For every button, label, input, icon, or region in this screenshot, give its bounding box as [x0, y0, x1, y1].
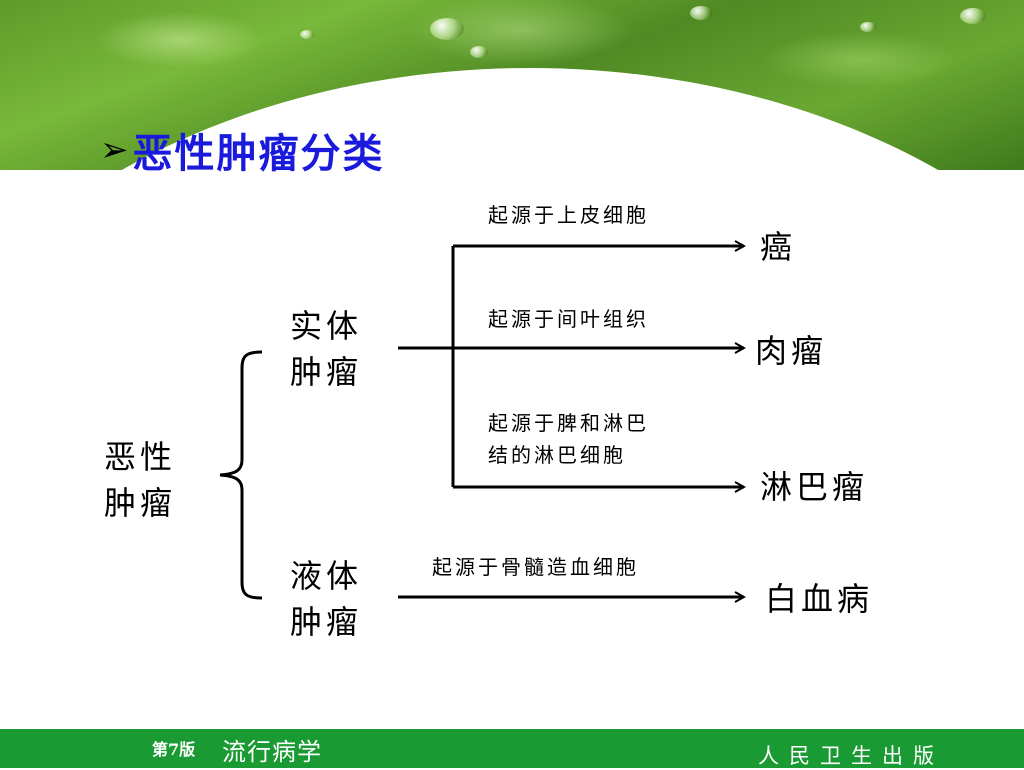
water-drop — [470, 46, 488, 58]
origin-mesenchymal: 起源于间叶组织 — [488, 307, 649, 331]
arrow-bullet-icon: ➢ — [100, 130, 129, 170]
water-drop — [860, 22, 876, 32]
result-sarcoma: 肉瘤 — [755, 332, 828, 370]
water-drop — [960, 8, 986, 24]
root-brace — [219, 350, 263, 600]
origin-lymphoid-line1: 起源于脾和淋巴 — [488, 411, 649, 435]
footer-edition: 第7版 — [152, 740, 196, 759]
slide-title: ➢ 恶性肿瘤分类 — [100, 122, 385, 178]
origin-lymphoid-line2: 结的淋巴细胞 — [488, 443, 626, 467]
branch-solid-line1: 实体 — [290, 307, 363, 345]
branch-liquid-line2: 肿瘤 — [290, 603, 363, 641]
footer-course-title: 流行病学 — [222, 738, 322, 766]
branch-liquid-tumor: 液体 肿瘤 — [290, 553, 362, 645]
footer-bar — [0, 729, 1024, 768]
root-line2: 肿瘤 — [104, 484, 177, 522]
result-carcinoma: 癌 — [760, 228, 797, 266]
root-line1: 恶性 — [104, 438, 177, 476]
water-drop — [690, 6, 712, 20]
branch-liquid-line1: 液体 — [290, 557, 363, 595]
footer-publisher: 人民卫生出版 — [758, 744, 944, 768]
header-leaf-banner — [0, 0, 1024, 170]
origin-epithelial: 起源于上皮细胞 — [488, 203, 649, 227]
branch-solid-tumor: 实体 肿瘤 — [290, 303, 362, 395]
slide-title-text: 恶性肿瘤分类 — [132, 130, 385, 177]
branch-solid-line2: 肿瘤 — [290, 353, 363, 391]
root-node: 恶性 肿瘤 — [104, 434, 176, 526]
water-drop — [300, 30, 314, 39]
origin-marrow: 起源于骨髓造血细胞 — [432, 555, 639, 579]
result-lymphoma: 淋巴瘤 — [760, 468, 869, 506]
water-drop — [430, 18, 464, 40]
origin-lymphoid: 起源于脾和淋巴 结的淋巴细胞 — [488, 407, 649, 471]
result-leukemia: 白血病 — [765, 580, 874, 618]
